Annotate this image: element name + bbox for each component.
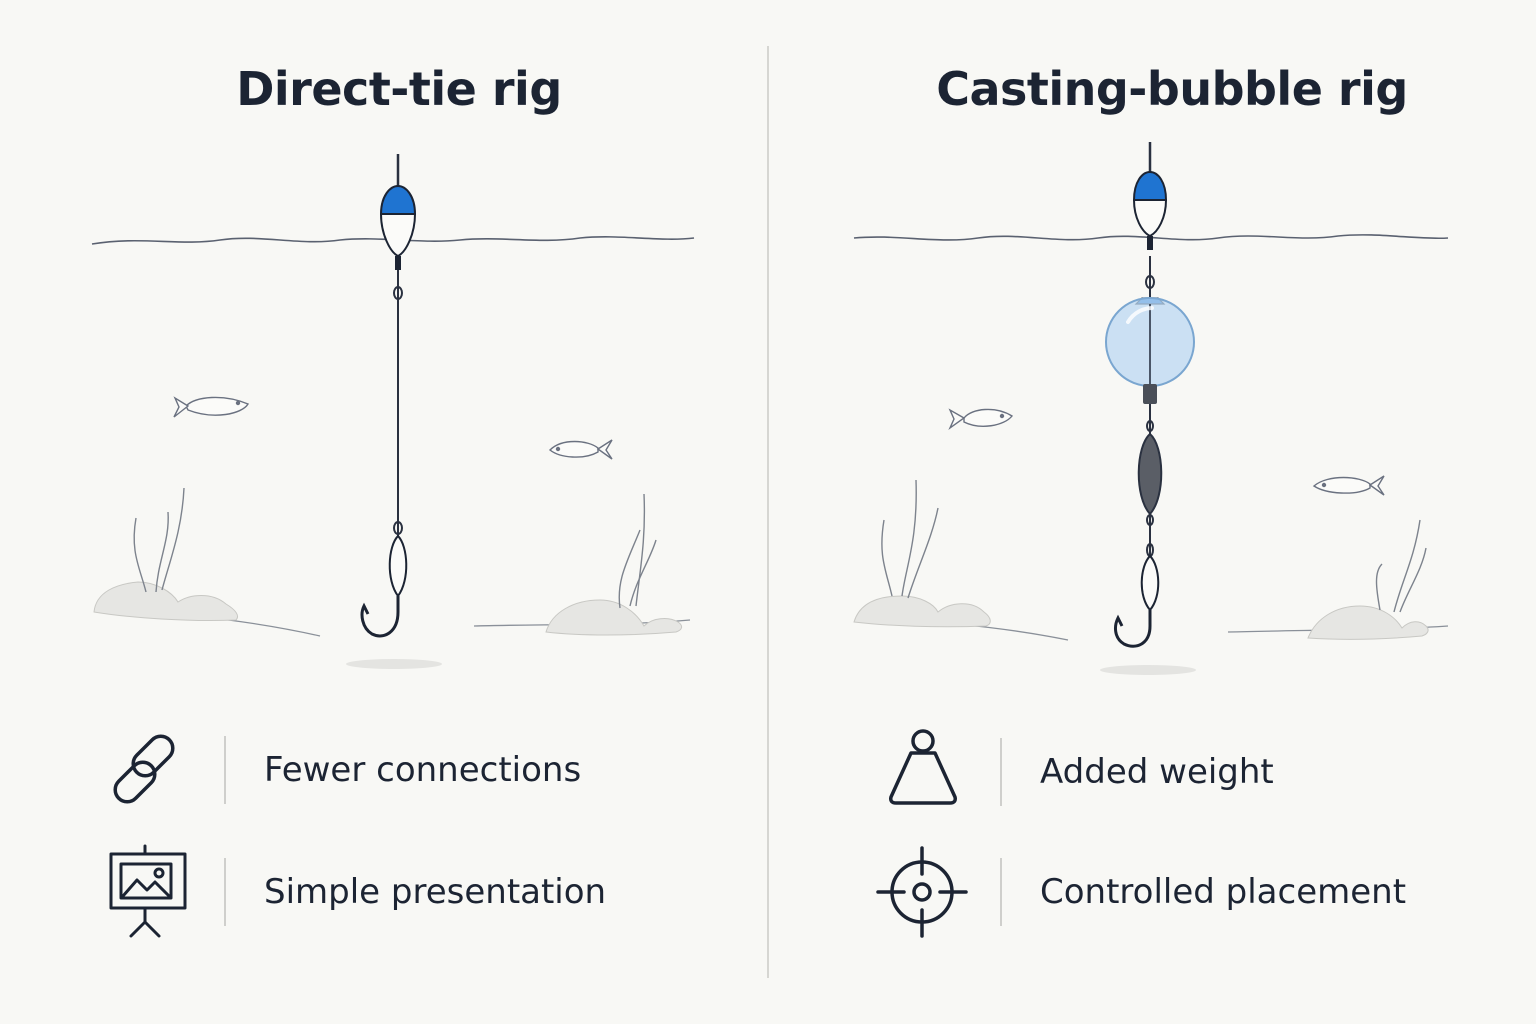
- rocks: [93, 581, 683, 636]
- feature-row-controlled-placement: Controlled placement: [872, 846, 1407, 938]
- feature-label-fewer-connections: Fewer connections: [264, 750, 582, 790]
- feature-row-simple-presentation: Simple presentation: [96, 844, 607, 938]
- fish-icon: [1312, 475, 1385, 496]
- direct-tie-illustration: [91, 154, 695, 669]
- fish-icon: [548, 439, 613, 460]
- chain-link-icon: [96, 720, 196, 820]
- crosshair-target-icon: [872, 842, 972, 942]
- fish-icon: [173, 396, 250, 418]
- weight-icon: [872, 722, 972, 822]
- direct-tie-title: Direct-tie rig: [236, 62, 562, 116]
- casting-bubble-illustration: [853, 142, 1449, 675]
- casting-bubble: [1105, 297, 1195, 404]
- feature-row-fewer-connections: Fewer connections: [96, 730, 581, 810]
- swivel: [393, 286, 403, 300]
- sinker-weight: [1137, 420, 1163, 526]
- rocks: [853, 595, 1429, 640]
- float-bobber: [379, 154, 417, 270]
- casting-bubble-title: Casting-bubble rig: [936, 62, 1408, 116]
- weeds: [133, 487, 657, 609]
- swivel: [1145, 275, 1155, 289]
- hook-lure: [346, 521, 442, 669]
- hook-lure: [1100, 543, 1196, 675]
- feature-label-added-weight: Added weight: [1040, 752, 1274, 792]
- float-bobber: [1132, 142, 1168, 250]
- feature-row-added-weight: Added weight: [872, 729, 1274, 812]
- casting-bubble-panel: Casting-bubble rig: [768, 0, 1536, 1024]
- presentation-board-icon: [96, 842, 196, 942]
- feature-label-controlled-placement: Controlled placement: [1040, 872, 1407, 912]
- weeds: [881, 479, 1427, 613]
- feature-label-simple-presentation: Simple presentation: [264, 872, 607, 912]
- fish-icon: [948, 408, 1014, 431]
- panel-divider: [767, 46, 769, 978]
- direct-tie-panel: Direct-tie rig: [91, 62, 695, 938]
